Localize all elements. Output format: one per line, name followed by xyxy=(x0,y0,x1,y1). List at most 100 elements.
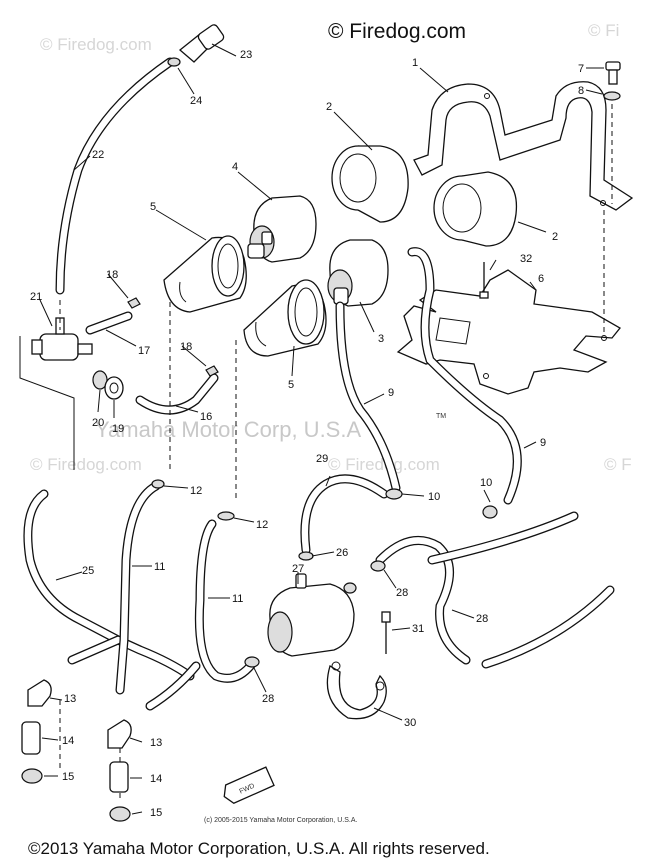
watermark-tile: © Fi xyxy=(588,21,619,40)
part-7-bolt xyxy=(605,61,621,85)
fwd-arrow-marker: FWD xyxy=(223,766,275,805)
watermark-tile: © F xyxy=(604,455,632,474)
hose-17 xyxy=(85,311,133,335)
callout-9-right: 9 xyxy=(540,437,546,449)
watermark-tile: © Firedog.com xyxy=(30,455,142,474)
callout-9-left: 9 xyxy=(388,387,394,399)
part-10-clamp-left xyxy=(385,488,403,500)
callout-13-right: 13 xyxy=(150,737,162,749)
callout-18-upper: 18 xyxy=(106,269,118,281)
callout-32: 32 xyxy=(520,253,532,265)
hose-11-right xyxy=(145,519,257,711)
hose-28 xyxy=(375,511,615,669)
callout-29: 29 xyxy=(316,453,328,465)
callout-leaders xyxy=(39,43,604,815)
part-6-cone-filter xyxy=(163,235,247,313)
callout-24: 24 xyxy=(190,95,202,107)
part-12-clamp-left xyxy=(151,479,165,489)
part-24-clamp xyxy=(167,57,181,67)
callout-12-right: 12 xyxy=(256,519,268,531)
callout-11-right: 11 xyxy=(232,593,243,605)
callout-1: 1 xyxy=(412,57,418,69)
callout-18-lower: 18 xyxy=(180,341,192,353)
part-23-connector xyxy=(178,24,225,63)
callout-30: 30 xyxy=(404,717,416,729)
diagram-copyright: (c) 2005-2015 Yamaha Motor Corporation, … xyxy=(204,817,357,824)
callout-22: 22 xyxy=(92,149,104,161)
callout-13-left: 13 xyxy=(64,693,76,705)
callout-14-right: 14 xyxy=(150,773,162,785)
callout-26: 26 xyxy=(336,547,348,559)
callout-2-lower: 2 xyxy=(552,231,558,243)
part-18-clamp-lower xyxy=(205,365,219,377)
callout-3: 3 xyxy=(378,333,384,345)
callout-4: 4 xyxy=(232,161,238,173)
callout-17: 17 xyxy=(138,345,150,357)
hose-9-left xyxy=(335,301,401,493)
part-2-band-lower xyxy=(433,171,518,247)
hose-9-right xyxy=(407,247,522,505)
part-18-clamp-upper xyxy=(127,297,141,309)
hose-16 xyxy=(135,373,219,415)
callout-7: 7 xyxy=(578,63,584,75)
callout-15-left: 15 xyxy=(62,771,74,783)
part-15-clip-right xyxy=(109,806,131,822)
part-26-clamp xyxy=(298,551,314,561)
part-15-clip-left xyxy=(21,768,43,784)
part-8-washer xyxy=(603,91,621,101)
watermark-layer: © Firedog.com © Fi © Firedog.com © Fired… xyxy=(30,21,632,474)
callout-25: 25 xyxy=(82,565,94,577)
callout-12-left: 12 xyxy=(190,485,202,497)
part-3-canister xyxy=(327,239,389,307)
part-30-strap xyxy=(326,661,387,720)
watermark-tile: © Firedog.com xyxy=(40,35,152,54)
callout-10-left: 10 xyxy=(428,491,440,503)
callout-20: 20 xyxy=(92,417,104,429)
part-14-sleeve-right xyxy=(109,761,129,793)
callout-23: 23 xyxy=(240,49,252,61)
part-14-sleeve-left xyxy=(21,721,41,755)
callout-28-right: 28 xyxy=(476,613,488,625)
part-21-valve xyxy=(31,317,93,361)
callout-16: 16 xyxy=(200,411,212,423)
callout-2-upper: 2 xyxy=(326,101,332,113)
callout-15-right: 15 xyxy=(150,807,162,819)
callout-28-upper: 28 xyxy=(396,587,408,599)
callout-6: 6 xyxy=(538,273,544,285)
part-27-filter xyxy=(267,573,357,657)
footer-copyright: ©2013 Yamaha Motor Corporation, U.S.A. A… xyxy=(28,839,490,858)
part-1-bracket xyxy=(413,81,634,211)
part-4-canister xyxy=(247,195,317,263)
part-2-band-upper xyxy=(331,145,409,223)
part-28-clamp-lower xyxy=(244,656,260,668)
hose-25 xyxy=(23,489,195,681)
part-13-elbow-left xyxy=(27,679,52,707)
callout-19: 19 xyxy=(112,423,124,435)
hose-11-left xyxy=(115,481,161,695)
part-12-clamp-right xyxy=(217,511,235,521)
hose-22 xyxy=(55,57,175,295)
part-13-elbow-right xyxy=(107,719,132,749)
callout-31: 31 xyxy=(412,623,424,635)
callout-11-left: 11 xyxy=(154,561,165,573)
callout-21: 21 xyxy=(30,291,42,303)
part-32-screw xyxy=(479,262,489,299)
callout-5-upper: 5 xyxy=(150,201,156,213)
callout-5-lower: 5 xyxy=(288,379,294,391)
firedog-brand: © Firedog.com xyxy=(328,20,466,43)
watermark-trademark: TM xyxy=(436,413,446,420)
callout-10-right: 10 xyxy=(480,477,492,489)
hose-29 xyxy=(300,474,389,555)
callout-27: 27 xyxy=(292,563,304,575)
part-31-screw xyxy=(381,611,391,654)
watermark-tile: © Firedog.com xyxy=(328,455,440,474)
callout-8: 8 xyxy=(578,85,584,97)
watermark-yamaha: Yamaha Motor Corp, U.S.A xyxy=(95,417,361,442)
part-19-fitting xyxy=(104,376,124,400)
callout-14-left: 14 xyxy=(62,735,74,747)
callout-28-lower: 28 xyxy=(262,693,274,705)
part-5-cone-filter xyxy=(243,279,327,357)
leader-21-box xyxy=(19,336,75,470)
callout-numbers: 1 2 2 3 4 5 5 6 7 8 9 9 10 10 11 11 12 1… xyxy=(30,49,584,819)
